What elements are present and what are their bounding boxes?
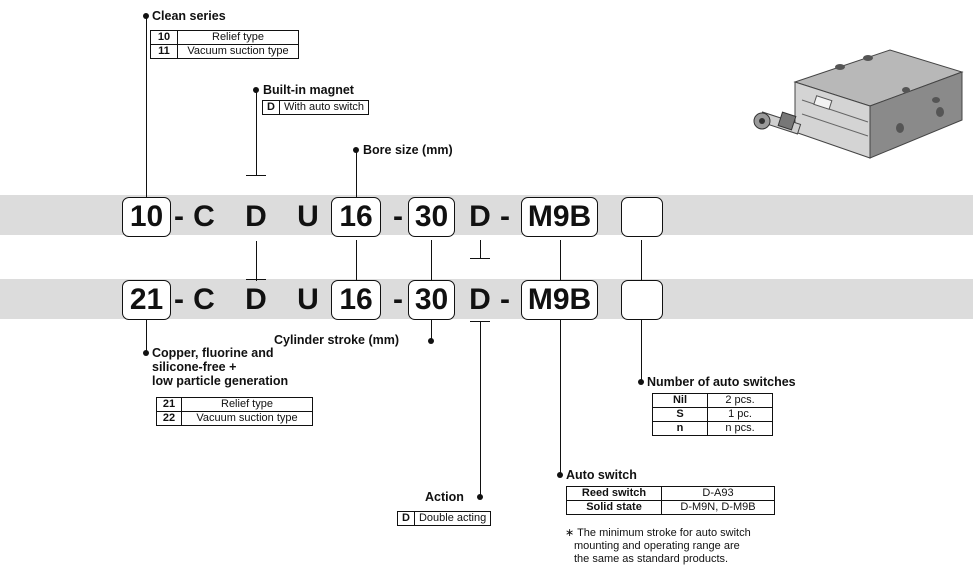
series-letter-u: U — [297, 283, 319, 316]
table-row: D Double acting — [397, 511, 492, 526]
dash: - — [174, 283, 184, 316]
auto-switch-note-line-3: the same as standard products. — [574, 553, 729, 565]
auto-switch-note-line-2: mounting and operating range are — [574, 540, 740, 552]
dash: - — [500, 200, 510, 233]
prefix-box: 21 — [122, 280, 171, 320]
bullet-dot — [143, 350, 149, 356]
bullet-dot — [428, 338, 434, 344]
action-code: D — [469, 283, 491, 316]
bullet-dot — [253, 87, 259, 93]
auto-switch-box: M9B — [521, 280, 598, 320]
copper-free-table: 21 Relief type 22 Vacuum suction type — [156, 397, 313, 426]
table-row: 10 Relief type — [150, 30, 299, 45]
bullet-dot — [638, 379, 644, 385]
table-row: Solid state D-M9N, D-M9B — [566, 500, 775, 515]
table-row: Nil 2 pcs. — [652, 393, 773, 408]
bullet-dot — [143, 13, 149, 19]
table-row: 21 Relief type — [156, 397, 313, 412]
auto-switch-box: M9B — [521, 197, 598, 237]
cylinder-stroke-title: Cylinder stroke (mm) — [274, 333, 400, 347]
stroke-box: 30 — [408, 197, 455, 237]
copper-free-title-line-3: low particle generation — [152, 374, 289, 388]
number-of-auto-switches-table: Nil 2 pcs. S 1 pc. n n pcs. — [652, 393, 773, 436]
dash: - — [393, 283, 403, 316]
bore-box: 16 — [331, 197, 381, 237]
table-row: D With auto switch — [262, 100, 370, 115]
clean-series-table: 10 Relief type 11 Vacuum suction type — [150, 30, 299, 59]
dash: - — [393, 200, 403, 233]
action-table: D Double acting — [397, 511, 492, 526]
auto-switch-title: Auto switch — [566, 468, 637, 482]
copper-free-title-line-2: silicone-free + — [152, 360, 237, 374]
table-row: Reed switch D-A93 — [566, 486, 775, 501]
stroke-box: 30 — [408, 280, 455, 320]
copper-free-title-line-1: Copper, fluorine and — [152, 346, 274, 360]
table-row: n n pcs. — [652, 421, 773, 436]
switch-count-box — [621, 197, 663, 237]
series-letter: C — [193, 200, 215, 233]
dash: - — [174, 200, 184, 233]
magnet-code: D — [245, 200, 267, 233]
table-row: 11 Vacuum suction type — [150, 44, 299, 59]
prefix-box: 10 — [122, 197, 171, 237]
magnet-code: D — [245, 283, 267, 316]
switch-count-box — [621, 280, 663, 320]
action-code: D — [469, 200, 491, 233]
series-letter: C — [193, 283, 215, 316]
table-row: 22 Vacuum suction type — [156, 411, 313, 426]
built-in-magnet-table: D With auto switch — [262, 100, 370, 115]
bullet-dot — [557, 472, 563, 478]
cylinder-product-image — [753, 49, 964, 159]
number-of-auto-switches-title: Number of auto switches — [647, 375, 796, 389]
dash: - — [500, 283, 510, 316]
bullet-dot — [353, 147, 359, 153]
built-in-magnet-title: Built-in magnet — [263, 83, 354, 97]
table-row: S 1 pc. — [652, 407, 773, 422]
bore-box: 16 — [331, 280, 381, 320]
auto-switch-table: Reed switch D-A93 Solid state D-M9N, D-M… — [566, 486, 775, 515]
clean-series-title: Clean series — [152, 9, 226, 23]
action-title: Action — [425, 490, 464, 504]
series-letter-u: U — [297, 200, 319, 233]
bullet-dot — [477, 494, 483, 500]
bore-size-title: Bore size (mm) — [363, 143, 453, 157]
auto-switch-note-line-1: ∗ The minimum stroke for auto switch — [565, 527, 751, 539]
